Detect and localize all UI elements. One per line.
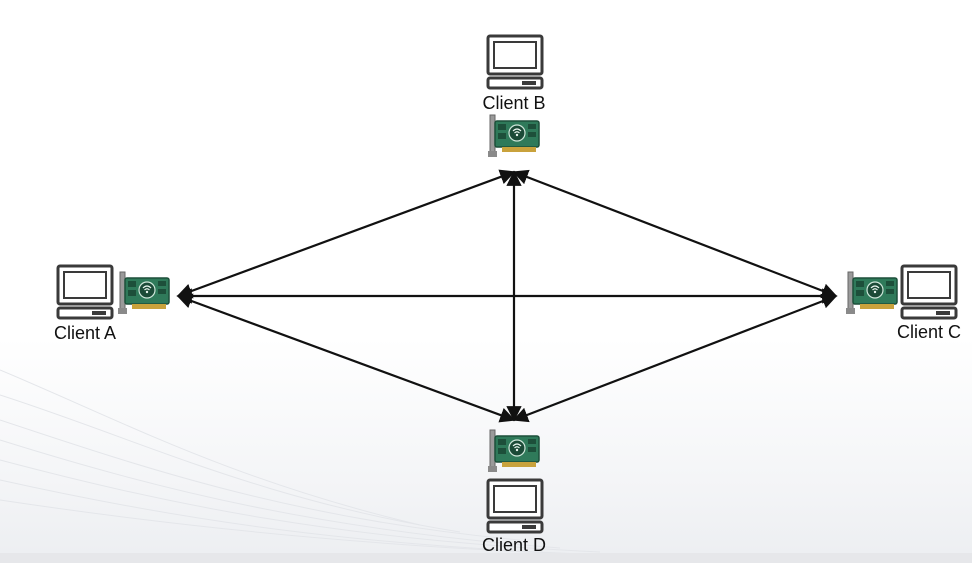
client-c-label: Client C — [897, 322, 961, 342]
edge-b-c — [514, 172, 836, 296]
client-b-label: Client B — [482, 93, 545, 113]
client-d-label: Client D — [482, 535, 546, 555]
network-card-icon — [846, 272, 897, 314]
computer-icon — [488, 36, 542, 88]
client-d-node: Client D — [482, 430, 546, 555]
client-c-node: Client C — [846, 266, 961, 342]
network-card-icon — [488, 430, 539, 472]
client-a-label: Client A — [54, 323, 116, 343]
computer-icon — [58, 266, 112, 318]
edge-c-d — [514, 296, 836, 420]
edges — [178, 172, 836, 420]
network-card-icon — [118, 272, 169, 314]
computer-icon — [488, 480, 542, 532]
computer-icon — [902, 266, 956, 318]
client-b-node: Client B — [482, 36, 545, 157]
edge-d-a — [178, 296, 514, 420]
edge-a-b — [178, 172, 514, 296]
network-card-icon — [488, 115, 539, 157]
client-a-node: Client A — [54, 266, 169, 343]
